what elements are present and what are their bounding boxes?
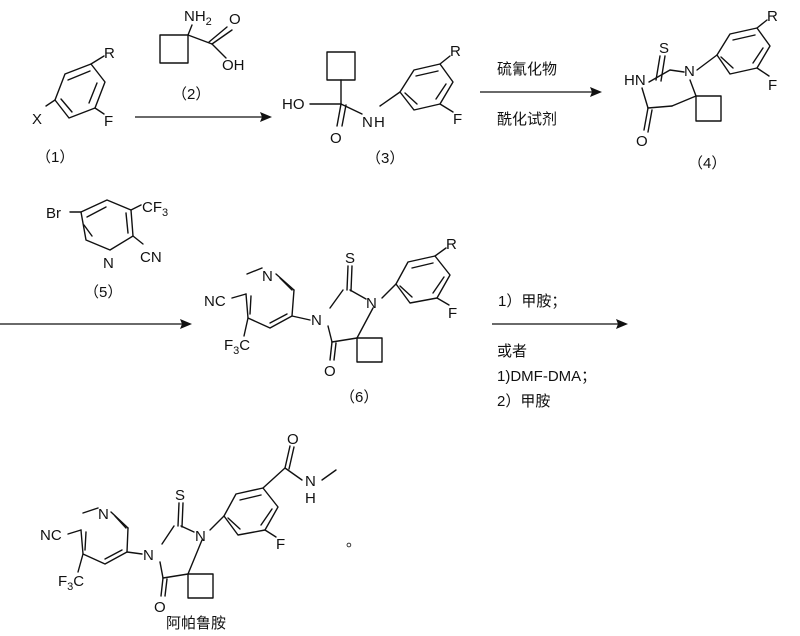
c4-label: （4） <box>688 155 726 172</box>
final-atom-o-amide: O <box>287 431 299 448</box>
c6-atom-n-pyridine: N <box>262 268 273 285</box>
c2-label: （2） <box>172 86 210 103</box>
final-atom-o-ring: O <box>154 599 166 616</box>
c6-atom-n2: N <box>366 295 377 312</box>
final-atom-f: F <box>276 536 285 553</box>
c4-atom-s: S <box>659 40 669 57</box>
final-trailing-mark: 。 <box>346 533 361 550</box>
c4-atom-n: N <box>684 63 695 80</box>
c6-atom-o: O <box>324 363 336 380</box>
c1-label: （1） <box>36 149 74 166</box>
final-atom-nc: NC <box>40 527 62 544</box>
c2-atom-nh2: NH2 <box>184 8 212 28</box>
compound-5: Br CF3 N CN （5） <box>46 199 168 301</box>
c3-atom-n: N <box>362 114 373 131</box>
c6-atom-f: F <box>448 305 457 322</box>
c5-atom-cf3: CF3 <box>142 199 168 219</box>
final-atom-n-pyridine: N <box>98 506 109 523</box>
c6-atom-nc: NC <box>204 293 226 310</box>
reagent-dmf-dma: 1)DMF-DMA； <box>497 368 596 385</box>
c5-atom-n: N <box>103 255 114 272</box>
c2-atom-o: O <box>229 11 241 28</box>
c3-label: （3） <box>366 150 404 167</box>
reaction-arrow-3 <box>0 319 192 329</box>
final-atom-h-amide: H <box>305 490 316 507</box>
reagent-or: 或者 <box>497 343 527 360</box>
final-label: 阿帕鲁胺 <box>166 615 226 632</box>
c4-atom-f: F <box>768 77 777 94</box>
c4-atom-r: R <box>767 8 778 25</box>
c6-label: （6） <box>340 389 378 406</box>
reaction-arrow-1 <box>135 112 272 122</box>
c3-atom-f: F <box>453 111 462 128</box>
compound-apalutamide: N NC F3C N N S O O N H F 。 阿帕鲁胺 <box>40 431 361 632</box>
c5-atom-br: Br <box>46 205 61 222</box>
final-atom-n-amide: N <box>305 473 316 490</box>
compound-3: HO O N H R F （3） <box>282 43 462 167</box>
c1-atom-f: F <box>104 113 113 130</box>
compound-6: N NC F3C N N S O R F （6） <box>204 236 457 406</box>
final-atom-n2: N <box>195 528 206 545</box>
c2-atom-oh: OH <box>222 57 245 74</box>
final-atom-s: S <box>175 487 185 504</box>
c1-atom-r: R <box>104 45 115 62</box>
c3-atom-h: H <box>374 114 385 131</box>
c6-atom-f3c: F3C <box>224 337 250 357</box>
c1-atom-x: X <box>32 111 42 128</box>
final-atom-n1: N <box>143 547 154 564</box>
c6-atom-r: R <box>446 236 457 253</box>
c5-atom-cn: CN <box>140 249 162 266</box>
compound-4: S HN N O R F （4） <box>624 8 778 172</box>
c5-label: （5） <box>84 284 122 301</box>
c6-atom-n1: N <box>311 312 322 329</box>
c3-atom-o: O <box>330 130 342 147</box>
c3-atom-r: R <box>450 43 461 60</box>
compound-1: R F X （1） <box>32 45 115 166</box>
c6-atom-s: S <box>345 250 355 267</box>
final-atom-f3c: F3C <box>58 573 84 593</box>
c4-atom-hn: HN <box>624 72 646 89</box>
compound-2: NH2 O OH （2） <box>159 8 245 103</box>
reagent-thiocyanate: 硫氰化物 <box>497 61 557 78</box>
reaction-arrow-4: 1）甲胺； 或者 1)DMF-DMA； 2）甲胺 <box>492 293 628 410</box>
c4-atom-o: O <box>636 133 648 150</box>
reaction-arrow-2: 硫氰化物 酰化试剂 <box>480 61 602 128</box>
reagent-acylating: 酰化试剂 <box>497 111 557 128</box>
reagent-methylamine-2: 2）甲胺 <box>497 393 550 410</box>
reagent-methylamine-1: 1）甲胺； <box>498 293 566 310</box>
c3-atom-ho: HO <box>282 96 305 113</box>
